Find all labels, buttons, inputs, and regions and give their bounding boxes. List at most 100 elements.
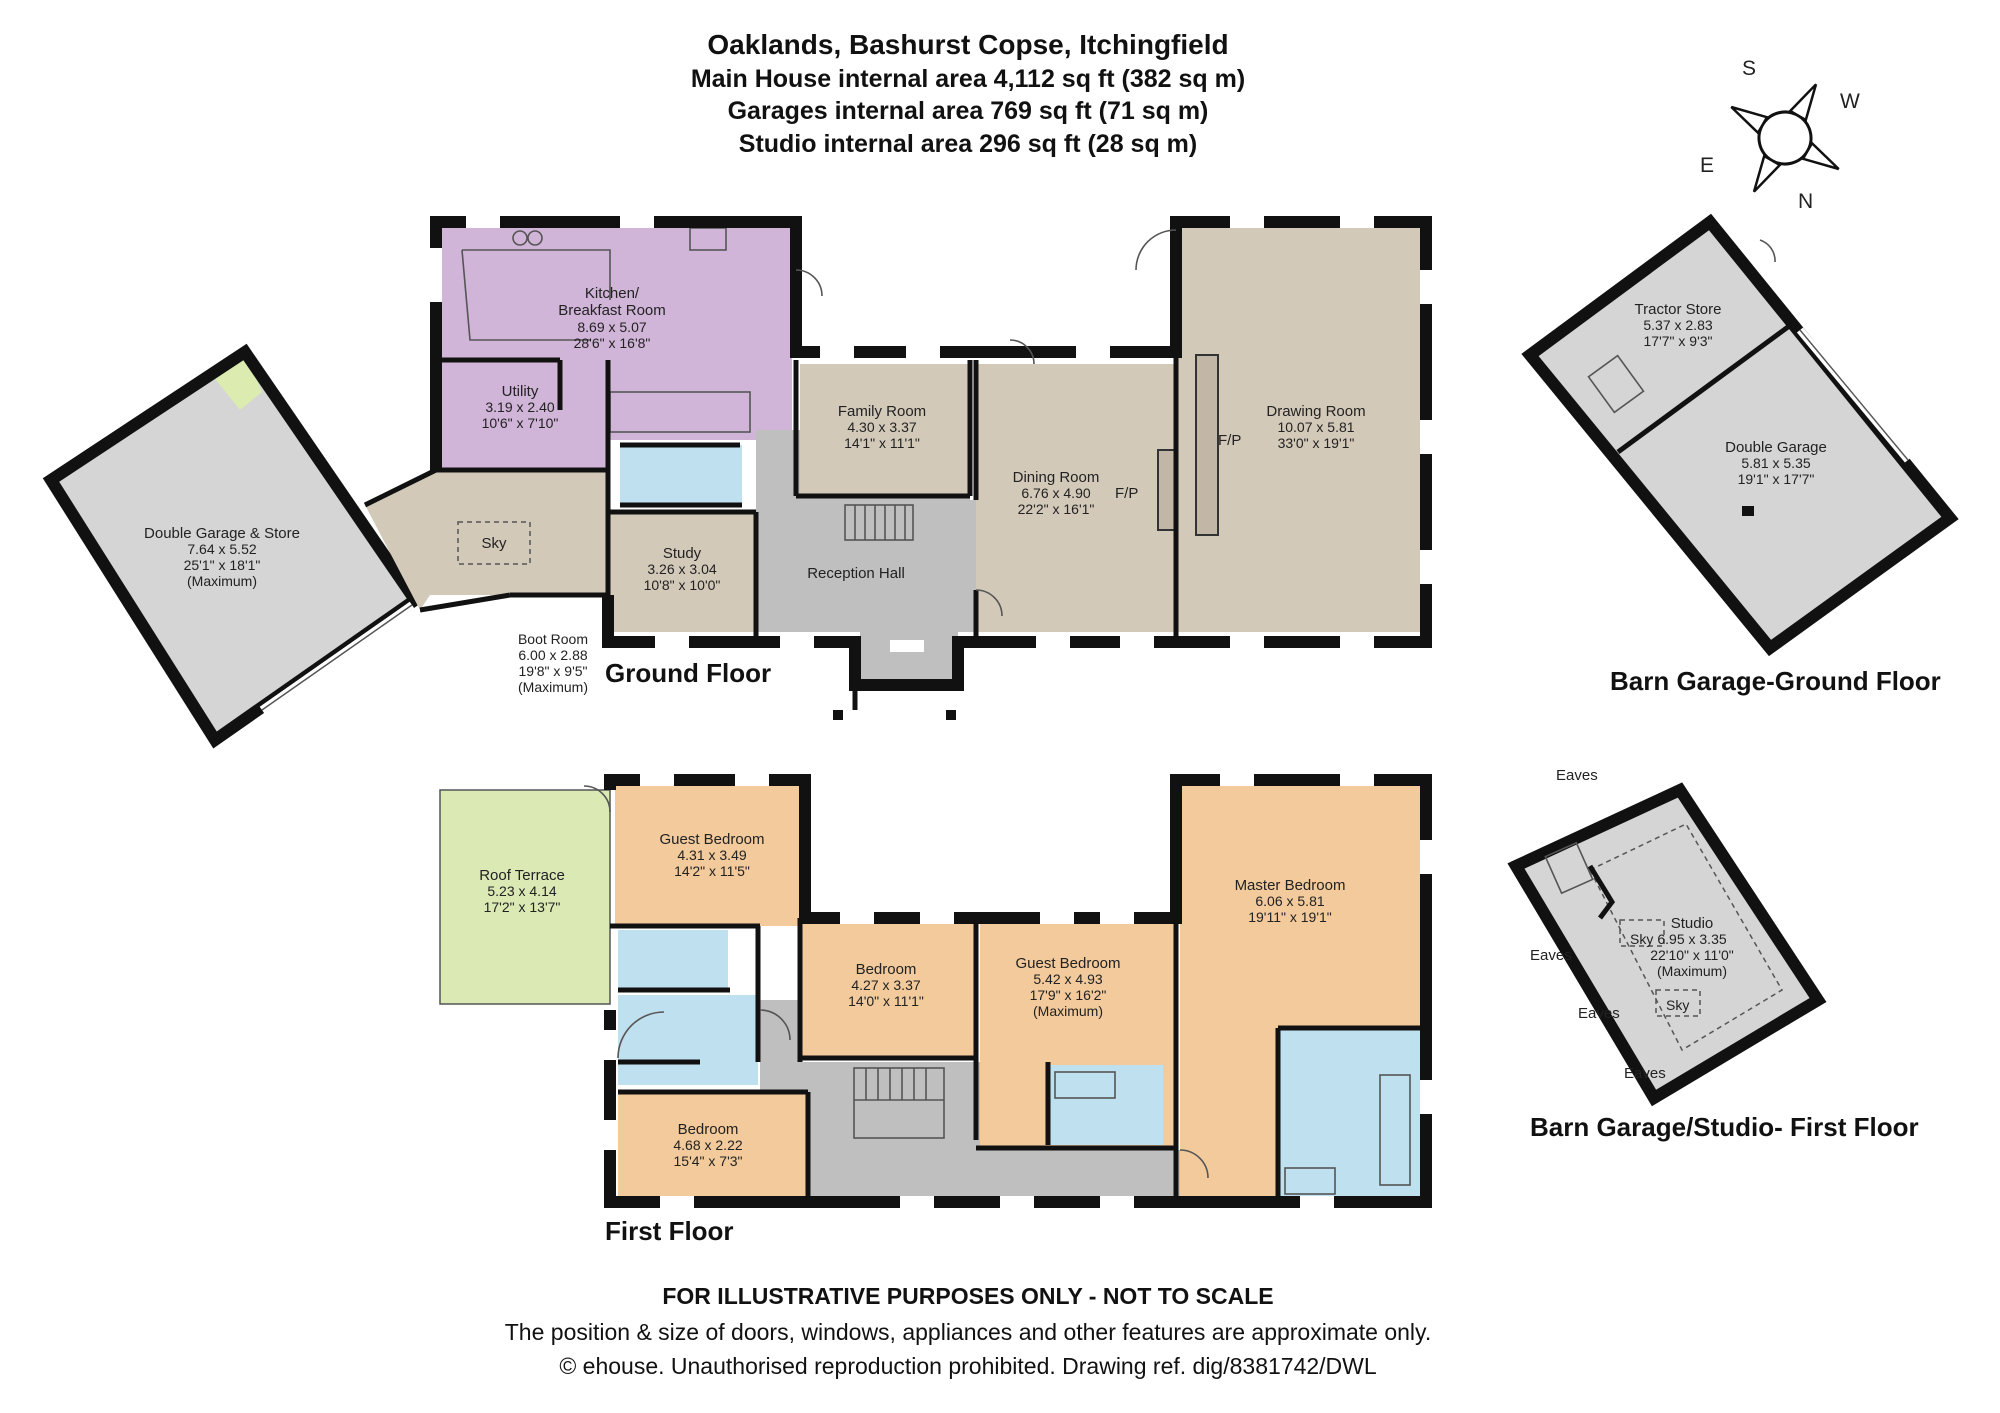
- door: [759, 1009, 791, 1041]
- tractor-store-metric: 5.37 x 2.83: [1643, 317, 1712, 333]
- compass-west-label: W: [1840, 90, 1860, 113]
- bedroom-2-metric: 4.68 x 2.22: [673, 1137, 742, 1153]
- bath: [1379, 1074, 1411, 1186]
- dining-room-metric: 6.76 x 4.90: [1021, 485, 1090, 501]
- roof-terrace-metric: 5.23 x 4.14: [487, 883, 556, 899]
- shower: [617, 1011, 665, 1059]
- guest-bedroom-2-metric: 5.42 x 4.93: [1033, 971, 1102, 987]
- studio-name: Studio: [1671, 915, 1714, 932]
- landing: [760, 1000, 1180, 1202]
- garage-store-name: Double Garage & Store: [144, 525, 300, 542]
- first-floor-title: First Floor: [605, 1216, 734, 1246]
- property-address: Oaklands, Bashurst Copse, Itchingfield: [707, 29, 1228, 60]
- room-guest-bedroom: [615, 786, 805, 926]
- roof-terrace-name: Roof Terrace: [479, 867, 565, 884]
- door: [1135, 229, 1177, 271]
- barn-ground-title: Barn Garage-Ground Floor: [1610, 666, 1941, 696]
- garage-store-note: (Maximum): [187, 573, 257, 589]
- garage-store-metric: 7.64 x 5.52: [187, 541, 256, 557]
- guest-bedroom-1-name: Guest Bedroom: [659, 831, 764, 848]
- eaves-label: Eaves: [1578, 1005, 1620, 1022]
- garage-door: [1799, 329, 1909, 461]
- compass-rose-icon: [1730, 83, 1840, 193]
- room-bedroom: [618, 1092, 808, 1202]
- bedroom-1-metric: 4.27 x 3.37: [851, 977, 920, 993]
- room-boot-room: [365, 470, 610, 610]
- skylight-label: Sky: [481, 535, 507, 552]
- staircase: [1587, 354, 1645, 414]
- room-study: [608, 512, 756, 632]
- disclaimer: FOR ILLUSTRATIVE PURPOSES ONLY - NOT TO …: [662, 1283, 1273, 1309]
- boot-room-metric: 6.00 x 2.88: [518, 647, 587, 663]
- studio-metric: 6.95 x 3.35: [1657, 931, 1726, 947]
- bedroom-1-name: Bedroom: [856, 961, 917, 978]
- double-garage-metric: 5.81 x 5.35: [1741, 455, 1810, 471]
- drawing-room-imperial: 33'0" x 19'1": [1278, 435, 1355, 451]
- boot-room-name: Boot Room: [518, 631, 588, 647]
- eaves-label: Eaves: [1624, 1065, 1666, 1082]
- door: [583, 785, 611, 813]
- barn-first-title: Barn Garage/Studio- First Floor: [1530, 1112, 1919, 1142]
- boot-room-note: (Maximum): [518, 679, 588, 695]
- roof-terrace: [439, 789, 611, 1005]
- bath: [1054, 1071, 1116, 1099]
- boot-room-imperial: 19'8" x 9'5": [519, 663, 588, 679]
- staircase: [844, 504, 914, 541]
- door: [1759, 239, 1776, 263]
- study-metric: 3.26 x 3.04: [647, 561, 716, 577]
- family-room-name: Family Room: [838, 403, 926, 420]
- door: [975, 589, 1003, 617]
- utility-name: Utility: [502, 383, 539, 400]
- studio-note: (Maximum): [1657, 963, 1727, 979]
- skylight: [1619, 919, 1665, 947]
- barn-studio-first-plan: Studio 6.95 x 3.35 22'10" x 11'0" (Maxim…: [1507, 767, 1919, 1142]
- guest-bedroom-1-imperial: 14'2" x 11'5": [674, 863, 750, 879]
- door: [1009, 339, 1035, 365]
- eaves-label: Eaves: [1530, 947, 1572, 964]
- guest-bedroom-2-note: (Maximum): [1033, 1003, 1103, 1019]
- guest-bedroom-2-imperial: 17'9" x 16'2": [1030, 987, 1107, 1003]
- staircase: [853, 1067, 945, 1139]
- kitchen-name: Kitchen/: [585, 285, 640, 302]
- kitchen-metric: 8.69 x 5.07: [577, 319, 646, 335]
- room-bedroom: [800, 918, 975, 1058]
- bedroom-2-imperial: 15'4" x 7'3": [674, 1153, 743, 1169]
- master-bedroom-name: Master Bedroom: [1235, 877, 1346, 894]
- study-imperial: 10'8" x 10'0": [644, 577, 721, 593]
- bedroom-2-name: Bedroom: [678, 1121, 739, 1138]
- room-double-garage-store: [51, 352, 415, 740]
- reception-hall-name: Reception Hall: [807, 565, 905, 582]
- ground-floor-title: Ground Floor: [605, 658, 771, 688]
- room-family-room: [800, 364, 970, 496]
- dining-room-imperial: 22'2" x 16'1": [1018, 501, 1095, 517]
- double-garage-name: Double Garage: [1725, 439, 1827, 456]
- compass-north-label: N: [1798, 190, 1813, 213]
- ground-floor-walls: [430, 216, 1432, 691]
- study-name: Study: [663, 545, 702, 562]
- kitchen-imperial: 28'6" x 16'8": [574, 335, 651, 351]
- guest-bedroom-2-name: Guest Bedroom: [1015, 955, 1120, 972]
- fireplace-label: F/P: [1218, 432, 1241, 449]
- compass-east-label: E: [1700, 154, 1714, 177]
- barn-garage-floor: [1530, 222, 1950, 648]
- room-kitchen: [436, 222, 792, 360]
- roof-terrace-imperial: 17'2" x 13'7": [484, 899, 561, 915]
- kitchen-name-2: Breakfast Room: [558, 302, 666, 319]
- features-note: The position & size of doors, windows, a…: [505, 1319, 1431, 1345]
- door: [795, 269, 823, 297]
- skylight: [457, 521, 531, 565]
- eaves-label: Eaves: [1556, 767, 1598, 784]
- basin: [1284, 1167, 1336, 1195]
- dining-room-name: Dining Room: [1013, 469, 1100, 486]
- room-wc: [620, 445, 742, 505]
- studio-walls: [1507, 782, 1827, 1107]
- barn-garage-walls: [1521, 213, 1959, 657]
- skylight-label: Sky: [1630, 931, 1653, 947]
- garages-area: Garages internal area 769 sq ft (71 sq m…: [728, 97, 1209, 125]
- column: [1742, 506, 1754, 516]
- room-bathroom: [618, 995, 758, 1085]
- barn-garage-ground-plan: Tractor Store 5.37 x 2.83 17'7" x 9'3" D…: [1521, 213, 1959, 696]
- eaves-line: [1588, 823, 1784, 1052]
- garage-store-imperial: 25'1" x 18'1": [184, 557, 261, 573]
